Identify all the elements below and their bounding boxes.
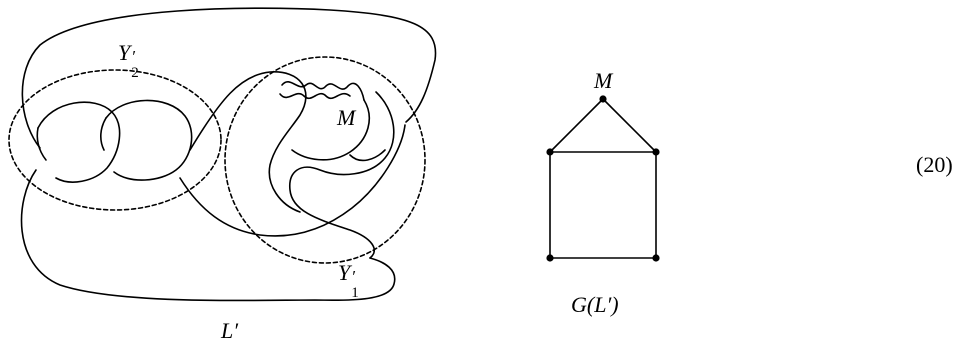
link-strand-twist-bottom xyxy=(279,92,351,100)
label-graph-caption: G(L′) xyxy=(571,292,619,317)
region-y2-dashed-circle xyxy=(8,69,222,211)
link-strand-outer-top xyxy=(21,7,437,149)
link-strand-m-loop xyxy=(291,99,371,161)
graph-vertex-top-left xyxy=(546,148,554,156)
graph-edge-m-left xyxy=(549,98,604,153)
equation-number: (20) xyxy=(916,152,953,177)
region-y1-dashed-circle xyxy=(224,56,426,264)
label-y2-base: Y xyxy=(118,40,131,65)
label-y1-sub: 1 xyxy=(351,285,359,301)
label-y2: Y′2 xyxy=(118,40,142,81)
graph-vertex-m xyxy=(599,95,607,103)
label-y1-base: Y xyxy=(338,260,351,285)
label-graph-vertex-m: M xyxy=(594,68,613,93)
label-link-name: L′ xyxy=(221,318,239,343)
link-strand-left-loop-a xyxy=(37,101,121,183)
graph xyxy=(549,98,657,259)
label-y1-sup: ′ xyxy=(351,267,355,286)
label-m-knot: M xyxy=(337,105,356,130)
link-strand-m-loop-3 xyxy=(349,149,386,162)
link-strand-left-loop-a2 xyxy=(36,127,47,161)
link-strand-outer-bottom xyxy=(20,169,396,302)
graph-edge-m-right xyxy=(602,98,657,153)
link-strand-middle xyxy=(189,71,307,213)
link-strand-twist-top xyxy=(281,80,365,101)
link-strand-left-loop-b2 xyxy=(100,117,107,151)
link-strand-left-loop-b xyxy=(105,99,193,181)
graph-vertex-top-right xyxy=(652,148,660,156)
link-strand-m-loop-2 xyxy=(289,91,395,259)
label-y1: Y′1 xyxy=(338,260,362,301)
graph-vertex-bottom-left xyxy=(546,254,554,262)
label-y2-sup: ′ xyxy=(131,47,135,66)
graph-vertex-bottom-right xyxy=(652,254,660,262)
label-y2-sub: 2 xyxy=(131,65,139,81)
link-strand-lower-middle xyxy=(179,124,406,237)
